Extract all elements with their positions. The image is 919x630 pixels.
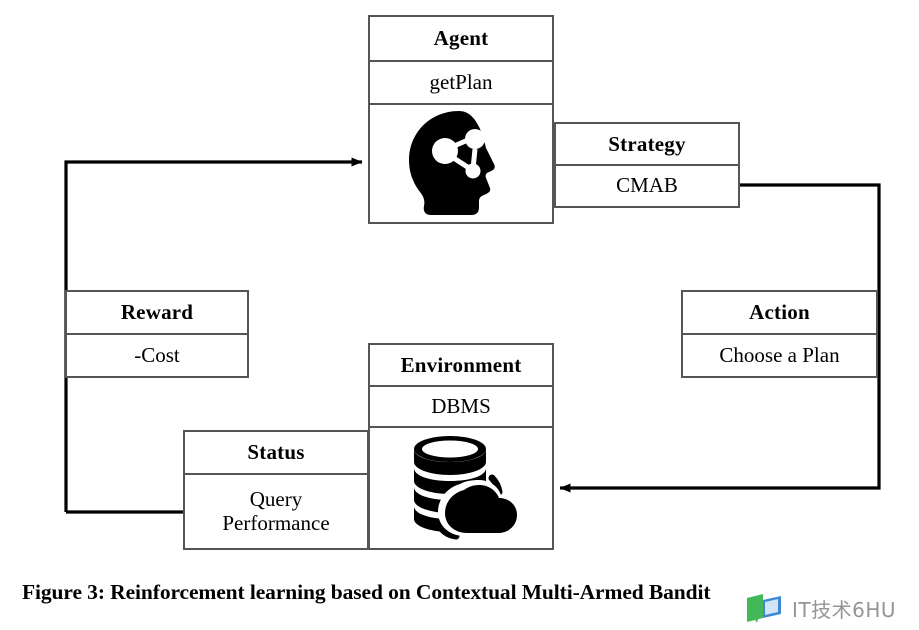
watermark-text: IT技术6HU — [792, 597, 897, 622]
node-environment[interactable]: Environment DBMS — [368, 343, 554, 550]
strategy-title: Strategy — [556, 124, 738, 166]
environment-attribute: DBMS — [370, 387, 552, 428]
status-attribute-line-1: Query — [249, 487, 303, 512]
watermark-logo-icon — [747, 594, 781, 623]
action-title: Action — [683, 292, 876, 335]
reward-attribute: -Cost — [134, 342, 180, 367]
head-brain-network-icon — [409, 110, 495, 215]
node-status[interactable]: Status Query Performance — [183, 430, 369, 550]
status-attribute: Query Performance — [185, 475, 367, 548]
watermark: IT技术6HU — [745, 592, 896, 624]
agent-icon-cell — [370, 105, 552, 222]
agent-attribute: getPlan — [370, 62, 552, 105]
reward-title: Reward — [67, 292, 247, 335]
environment-icon-cell — [370, 428, 552, 548]
action-attribute: Choose a Plan — [719, 342, 840, 367]
node-reward[interactable]: Reward -Cost — [65, 290, 249, 378]
strategy-attribute: CMAB — [616, 173, 678, 198]
node-agent[interactable]: Agent getPlan — [368, 15, 554, 224]
environment-title: Environment — [370, 345, 552, 387]
node-action[interactable]: Action Choose a Plan — [681, 290, 878, 378]
status-title: Status — [185, 432, 367, 476]
database-cloud-icon — [414, 436, 520, 540]
agent-title: Agent — [370, 17, 552, 62]
figure-caption: Figure 3: Reinforcement learning based o… — [22, 580, 711, 604]
node-strategy[interactable]: Strategy CMAB — [554, 122, 740, 208]
status-attribute-line-2: Performance — [222, 510, 330, 535]
